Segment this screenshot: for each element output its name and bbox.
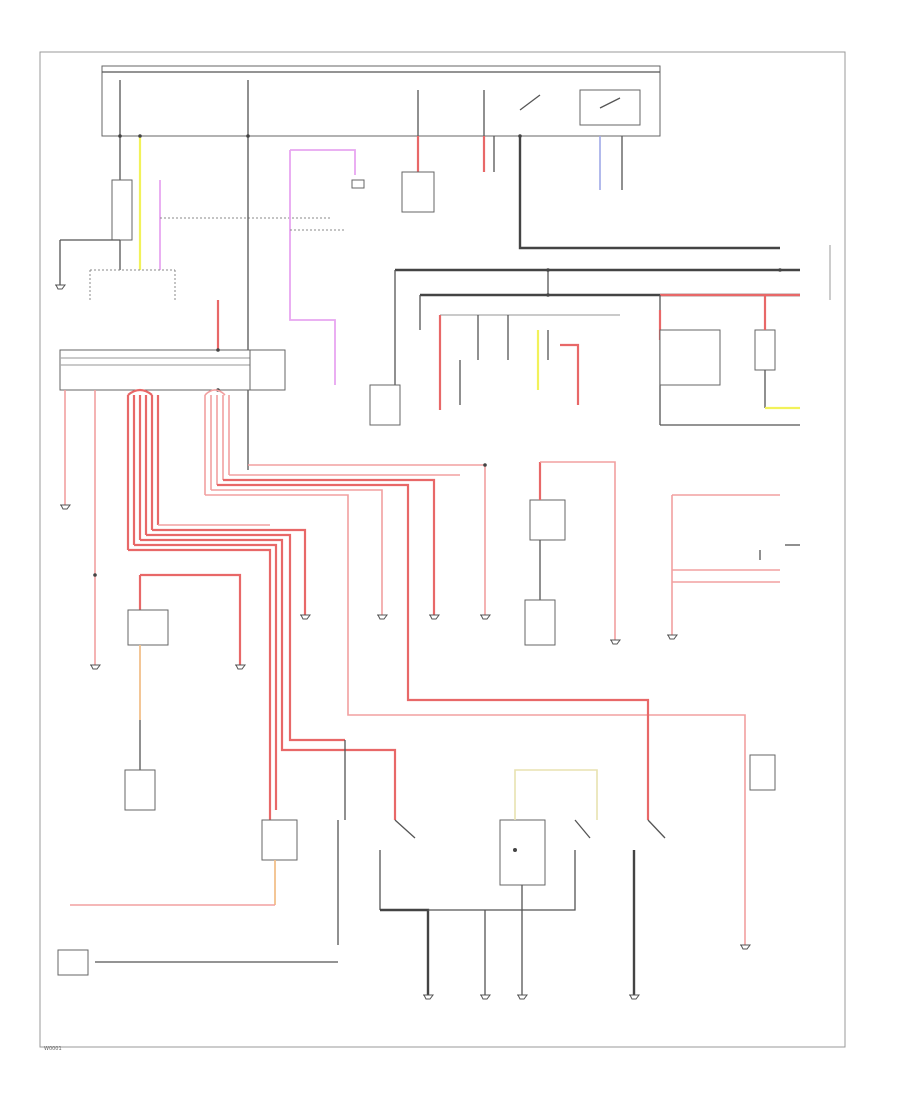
battery-area (55, 134, 330, 300)
control-wire (518, 136, 780, 250)
right-small-relay (667, 494, 800, 640)
left-relay (124, 573, 246, 811)
red-harness-center (204, 389, 746, 945)
fuse-components-top (351, 136, 623, 213)
left-drops (60, 390, 101, 670)
lower-relays (57, 740, 776, 995)
relay-block-middle (438, 314, 620, 410)
relay-area-right (658, 293, 800, 426)
pink-wire (289, 150, 336, 385)
ground-symbols-mid (300, 614, 491, 620)
pink-wire-top (290, 149, 356, 175)
figure-id: W0001 (44, 1046, 62, 1052)
middle-components (524, 461, 621, 646)
red-harness-left (126, 388, 397, 820)
main-junction-box (59, 300, 401, 426)
diagram-frame (39, 51, 846, 1048)
ground-symbols-bottom (423, 944, 751, 1000)
fuse-box (101, 65, 661, 137)
